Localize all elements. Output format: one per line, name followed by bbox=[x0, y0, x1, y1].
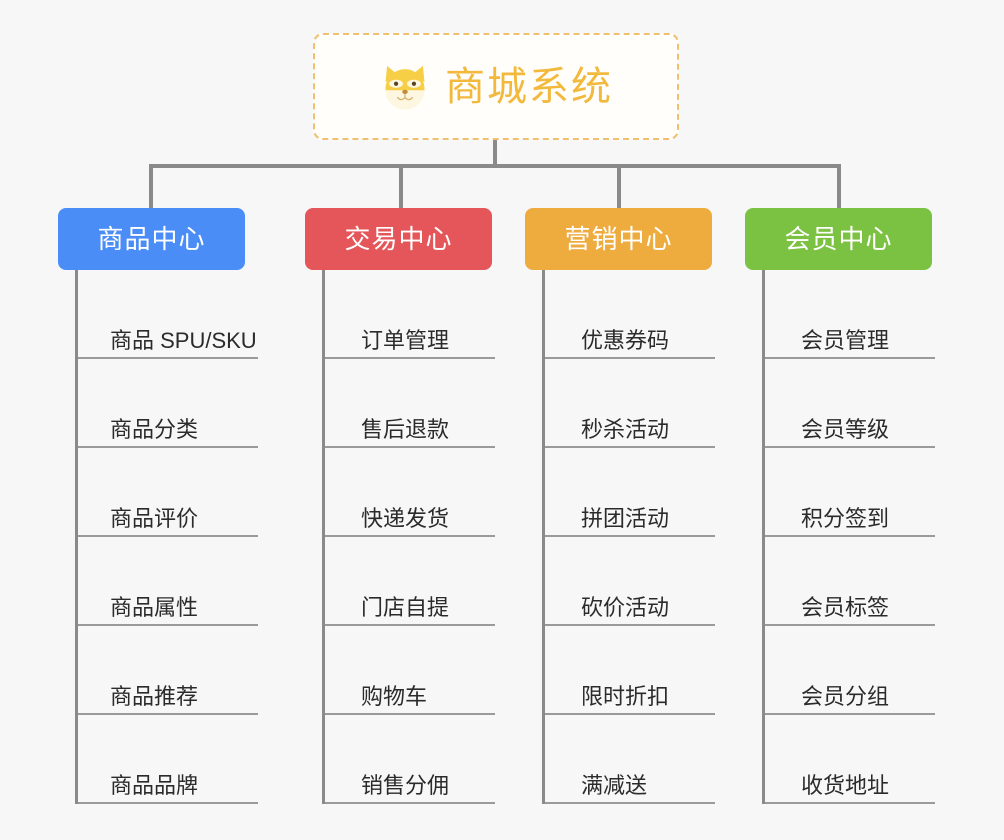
leaf-label: 会员标签 bbox=[801, 594, 890, 620]
category-box-4[interactable]: 会员中心 bbox=[745, 208, 932, 270]
list-item[interactable]: 销售分佣 bbox=[325, 715, 495, 804]
connector-horizontal-bar bbox=[149, 164, 841, 168]
list-item[interactable]: 会员分组 bbox=[765, 626, 935, 715]
leaf-label: 商品品牌 bbox=[110, 772, 199, 798]
list-item[interactable]: 砍价活动 bbox=[545, 537, 715, 626]
leaf-label: 满减送 bbox=[581, 772, 648, 798]
leaf-stack-1: 商品 SPU/SKU 商品分类 商品评价 商品属性 商品推荐 商品品牌 bbox=[75, 270, 258, 804]
leaf-label: 优惠券码 bbox=[581, 327, 670, 353]
leaf-label: 会员等级 bbox=[801, 416, 890, 442]
list-item[interactable]: 积分签到 bbox=[765, 448, 935, 537]
branch-column-3: 营销中心 优惠券码 秒杀活动 拼团活动 砍价活动 限时折扣 满减送 bbox=[525, 208, 715, 804]
leaf-label: 门店自提 bbox=[361, 594, 450, 620]
list-item[interactable]: 会员管理 bbox=[765, 270, 935, 359]
list-item[interactable]: 门店自提 bbox=[325, 537, 495, 626]
leaf-stack-3: 优惠券码 秒杀活动 拼团活动 砍价活动 限时折扣 满减送 bbox=[542, 270, 715, 804]
leaf-label: 商品分类 bbox=[110, 416, 199, 442]
category-label-1: 商品中心 bbox=[97, 224, 206, 254]
category-box-2[interactable]: 交易中心 bbox=[305, 208, 492, 270]
list-item[interactable]: 会员等级 bbox=[765, 359, 935, 448]
category-label-2: 交易中心 bbox=[344, 224, 453, 254]
connector-drop-3 bbox=[617, 164, 621, 208]
leaf-label: 快递发货 bbox=[361, 505, 450, 531]
list-item[interactable]: 拼团活动 bbox=[545, 448, 715, 537]
list-item[interactable]: 商品分类 bbox=[78, 359, 258, 448]
root-title: 商城系统 bbox=[445, 64, 613, 109]
shiba-dog-icon bbox=[385, 65, 425, 110]
leaf-stack-4: 会员管理 会员等级 积分签到 会员标签 会员分组 收货地址 bbox=[762, 270, 935, 804]
leaf-label: 秒杀活动 bbox=[581, 416, 670, 442]
list-item[interactable]: 商品品牌 bbox=[78, 715, 258, 804]
branch-column-1: 商品中心 商品 SPU/SKU 商品分类 商品评价 商品属性 商品推荐 商品品牌 bbox=[58, 208, 258, 804]
category-label-4: 会员中心 bbox=[784, 224, 893, 254]
leaf-label: 购物车 bbox=[361, 683, 428, 709]
list-item[interactable]: 商品属性 bbox=[78, 537, 258, 626]
leaf-label: 砍价活动 bbox=[581, 594, 670, 620]
leaf-label: 限时折扣 bbox=[581, 683, 670, 709]
leaf-stack-2: 订单管理 售后退款 快递发货 门店自提 购物车 销售分佣 bbox=[322, 270, 495, 804]
leaf-label: 商品属性 bbox=[110, 594, 199, 620]
branch-column-4: 会员中心 会员管理 会员等级 积分签到 会员标签 会员分组 收货地址 bbox=[745, 208, 935, 804]
root-node[interactable]: 商城系统 bbox=[313, 33, 679, 140]
leaf-label: 商品 SPU/SKU bbox=[110, 327, 257, 353]
category-box-1[interactable]: 商品中心 bbox=[58, 208, 245, 270]
leaf-label: 订单管理 bbox=[361, 327, 450, 353]
leaf-label: 收货地址 bbox=[801, 772, 890, 798]
leaf-label: 会员分组 bbox=[801, 683, 890, 709]
list-item[interactable]: 限时折扣 bbox=[545, 626, 715, 715]
list-item[interactable]: 商品评价 bbox=[78, 448, 258, 537]
leaf-label: 售后退款 bbox=[361, 416, 450, 442]
list-item[interactable]: 商品推荐 bbox=[78, 626, 258, 715]
category-box-3[interactable]: 营销中心 bbox=[525, 208, 712, 270]
connector-drop-2 bbox=[399, 164, 403, 208]
connector-drop-1 bbox=[149, 164, 153, 208]
leaf-label: 商品评价 bbox=[110, 505, 199, 531]
connector-drop-4 bbox=[837, 164, 841, 208]
leaf-label: 拼团活动 bbox=[581, 505, 670, 531]
list-item[interactable]: 售后退款 bbox=[325, 359, 495, 448]
list-item[interactable]: 会员标签 bbox=[765, 537, 935, 626]
list-item[interactable]: 商品 SPU/SKU bbox=[78, 270, 258, 359]
leaf-label: 商品推荐 bbox=[110, 683, 199, 709]
category-label-3: 营销中心 bbox=[564, 224, 673, 254]
list-item[interactable]: 快递发货 bbox=[325, 448, 495, 537]
list-item[interactable]: 满减送 bbox=[545, 715, 715, 804]
list-item[interactable]: 优惠券码 bbox=[545, 270, 715, 359]
list-item[interactable]: 购物车 bbox=[325, 626, 495, 715]
leaf-label: 积分签到 bbox=[801, 505, 890, 531]
leaf-label: 会员管理 bbox=[801, 327, 890, 353]
branch-column-2: 交易中心 订单管理 售后退款 快递发货 门店自提 购物车 销售分佣 bbox=[305, 208, 495, 804]
list-item[interactable]: 收货地址 bbox=[765, 715, 935, 804]
leaf-label: 销售分佣 bbox=[361, 772, 450, 798]
connector-root-stem bbox=[493, 140, 497, 168]
list-item[interactable]: 订单管理 bbox=[325, 270, 495, 359]
list-item[interactable]: 秒杀活动 bbox=[545, 359, 715, 448]
